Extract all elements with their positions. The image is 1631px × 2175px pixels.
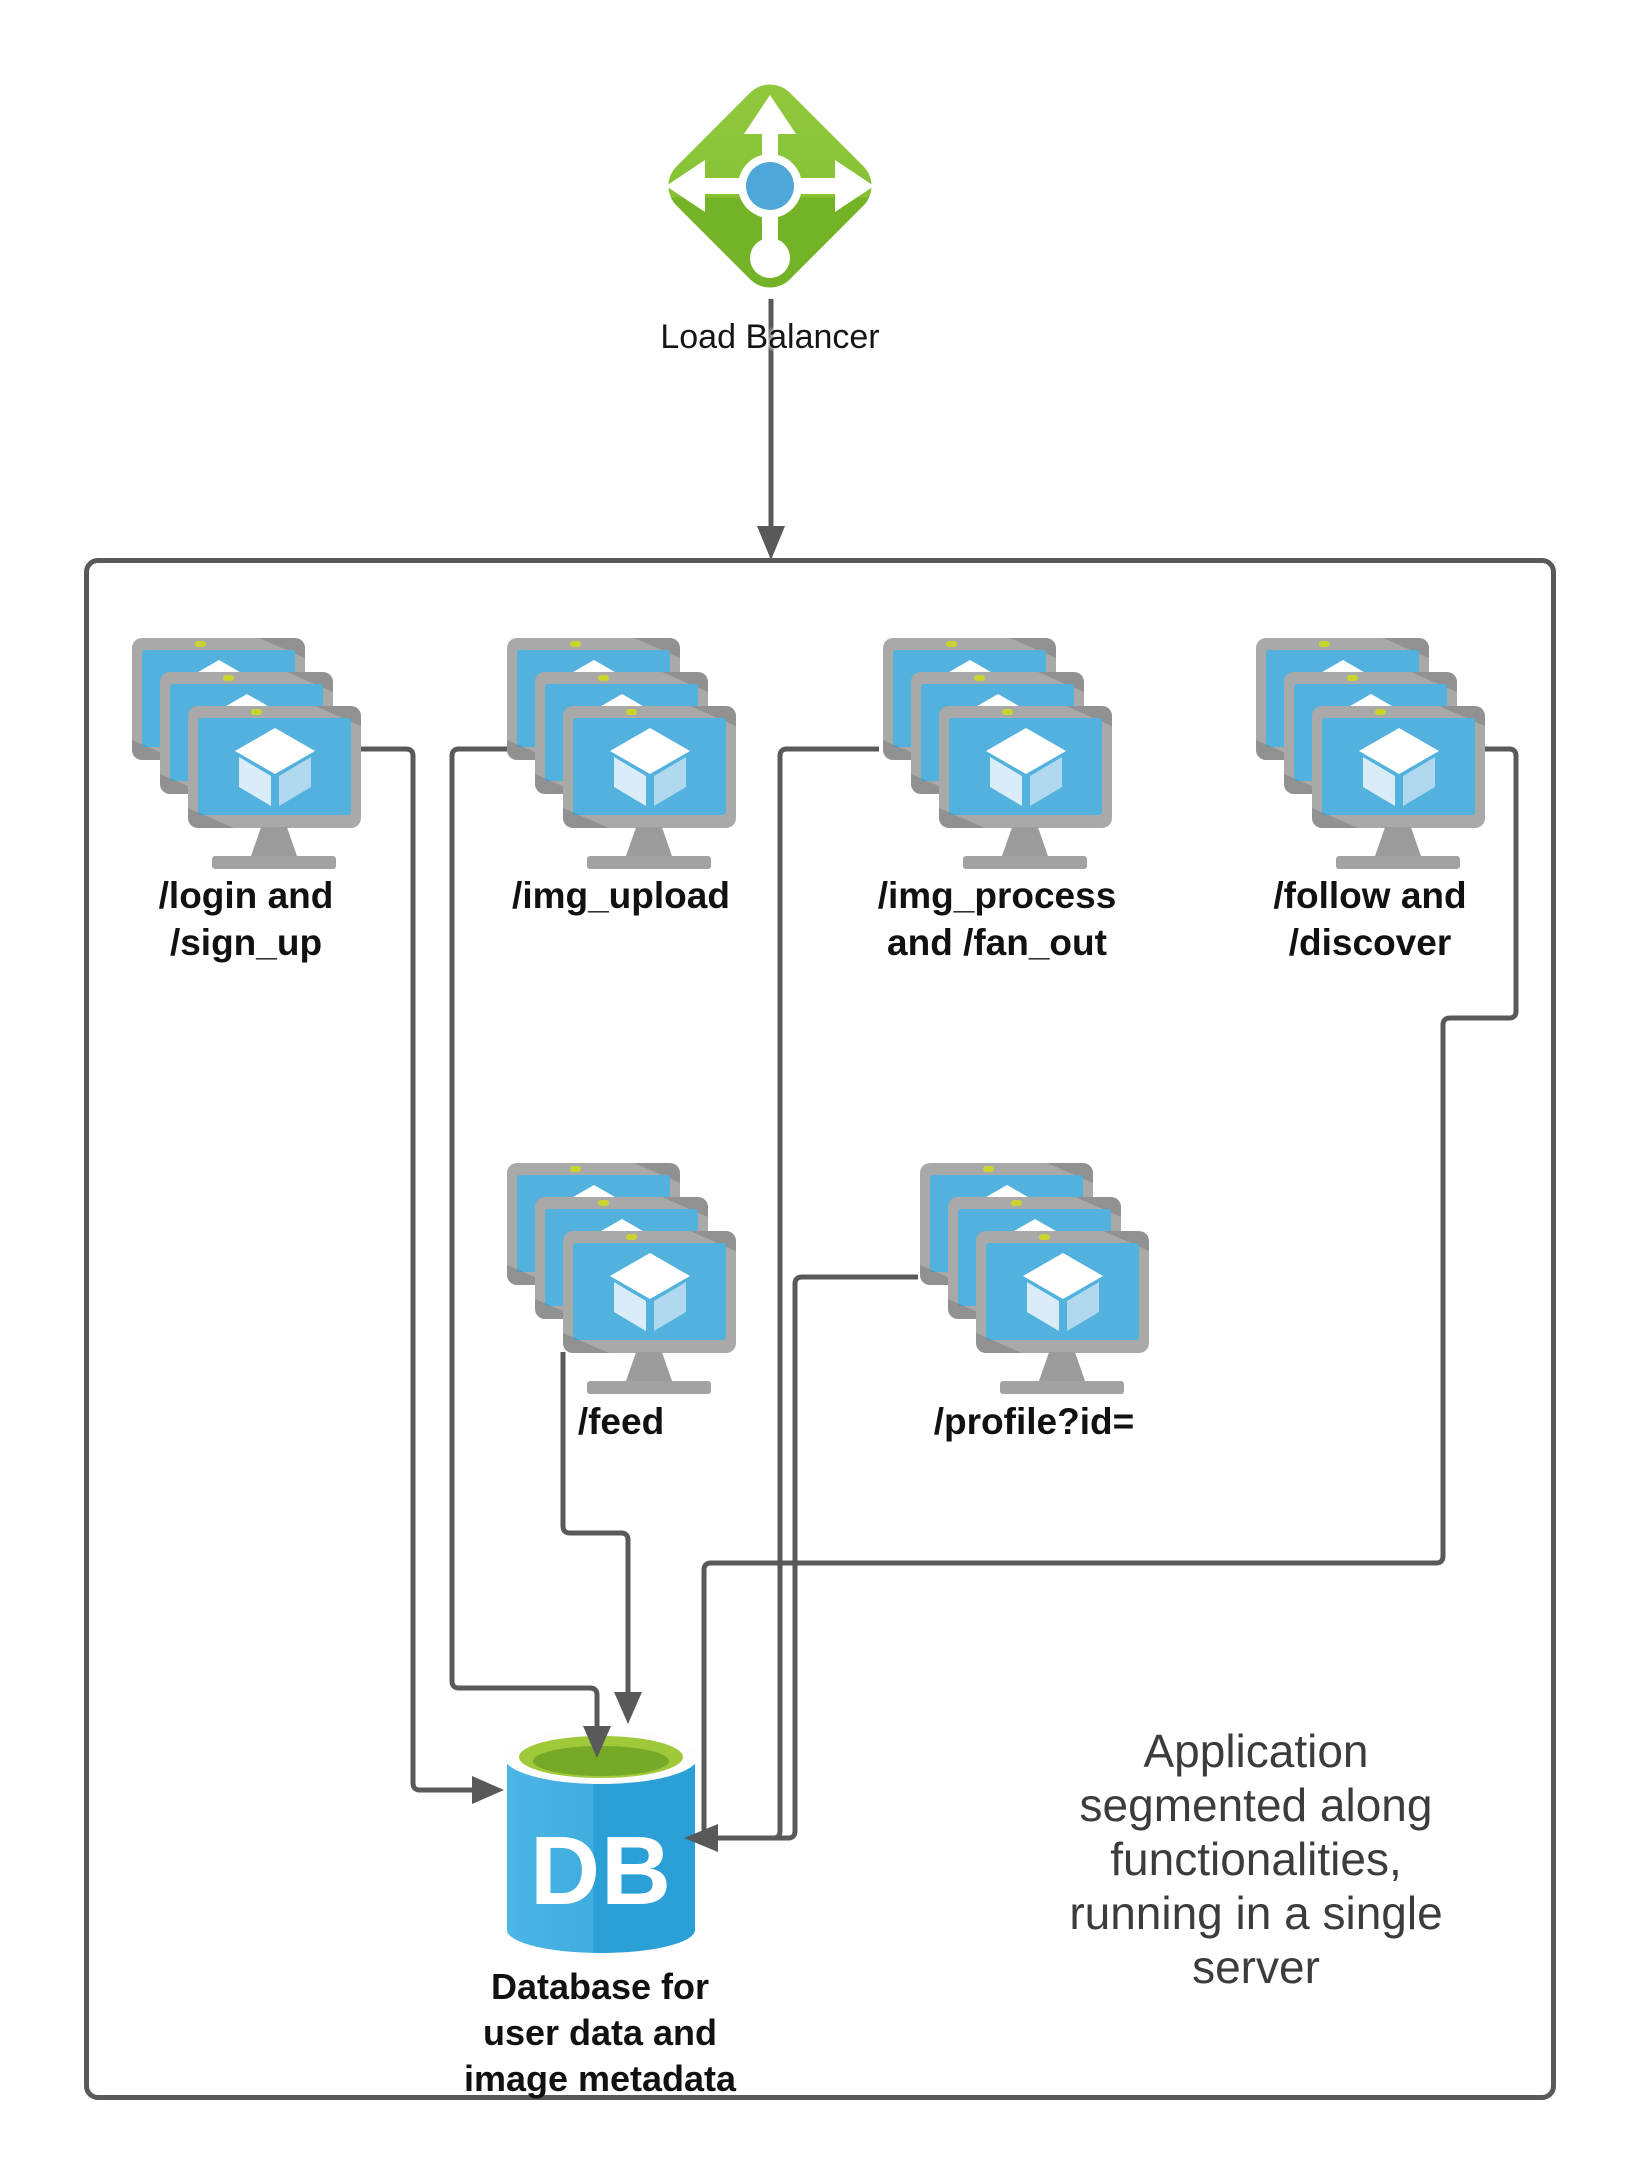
monitor-stand-base <box>587 1381 711 1394</box>
note-line: running in a single <box>1069 1887 1443 1939</box>
cluster-label-img-upload: /img_upload <box>441 872 801 919</box>
label-line: /discover <box>1288 922 1452 963</box>
monitor-stand-base <box>1000 1381 1124 1394</box>
vm-monitor-icon <box>939 706 1112 828</box>
note-line: functionalities, <box>1110 1833 1402 1885</box>
vm-monitor-icon <box>976 1231 1149 1353</box>
monitor-stand <box>251 827 297 856</box>
cube-icon <box>985 727 1066 806</box>
single-server-box <box>84 558 1556 2100</box>
label-line: /sign_up <box>169 922 323 963</box>
vm-monitor-icon <box>188 706 361 828</box>
vm-cluster-login <box>132 638 361 870</box>
cube-icon <box>1022 1252 1103 1331</box>
arrowhead-down-icon <box>757 526 785 560</box>
cube-icon <box>609 727 690 806</box>
monitor-stand-base <box>963 856 1087 869</box>
load-balancer-label: Load Balancer <box>660 318 880 356</box>
cube-icon <box>234 727 315 806</box>
label-line: Database for <box>490 1966 710 2007</box>
cube-icon <box>609 1252 690 1331</box>
note-line: Application <box>1143 1725 1369 1777</box>
vm-monitor-icon <box>563 1231 736 1353</box>
vm-cluster-feed <box>507 1163 736 1395</box>
cube-icon <box>1358 727 1439 806</box>
note-line: segmented along <box>1079 1779 1433 1831</box>
label-line: image metadata <box>463 2058 737 2099</box>
monitor-stand <box>1002 827 1048 856</box>
cluster-label-img-process: /img_process and /fan_out <box>817 872 1177 966</box>
cluster-label-follow: /follow and /discover <box>1190 872 1550 966</box>
vm-monitor-icon <box>1312 706 1485 828</box>
label-line: /img_process <box>877 875 1117 916</box>
monitor-stand <box>1375 827 1421 856</box>
label-line: user data and <box>482 2012 718 2053</box>
vm-cluster-img-process <box>883 638 1112 870</box>
annotation-text: Application segmented along functionalit… <box>1006 1724 1506 1994</box>
load-balancer-icon <box>666 84 874 288</box>
label-line: /login and <box>158 875 334 916</box>
vm-monitor-icon <box>563 706 736 828</box>
vm-cluster-img-upload <box>507 638 736 870</box>
cluster-label-profile: /profile?id= <box>854 1398 1214 1445</box>
database-label: Database for user data and image metadat… <box>400 1964 800 2102</box>
label-line: and /fan_out <box>887 922 1107 963</box>
cluster-label-login: /login and /sign_up <box>66 872 426 966</box>
monitor-stand-base <box>212 856 336 869</box>
monitor-stand <box>626 827 672 856</box>
monitor-stand <box>626 1352 672 1381</box>
label-line: /img_upload <box>512 875 730 916</box>
vm-cluster-follow <box>1256 638 1485 870</box>
label-line: /feed <box>577 1401 665 1442</box>
cluster-label-feed: /feed <box>441 1398 801 1445</box>
vm-cluster-profile <box>920 1163 1149 1395</box>
label-line: /follow and <box>1273 875 1467 916</box>
monitor-stand-base <box>587 856 711 869</box>
note-line: server <box>1192 1941 1320 1993</box>
monitor-stand-base <box>1336 856 1460 869</box>
database-icon-text: DB <box>529 1816 673 1925</box>
monitor-stand <box>1039 1352 1085 1381</box>
label-line: /profile?id= <box>933 1401 1135 1442</box>
